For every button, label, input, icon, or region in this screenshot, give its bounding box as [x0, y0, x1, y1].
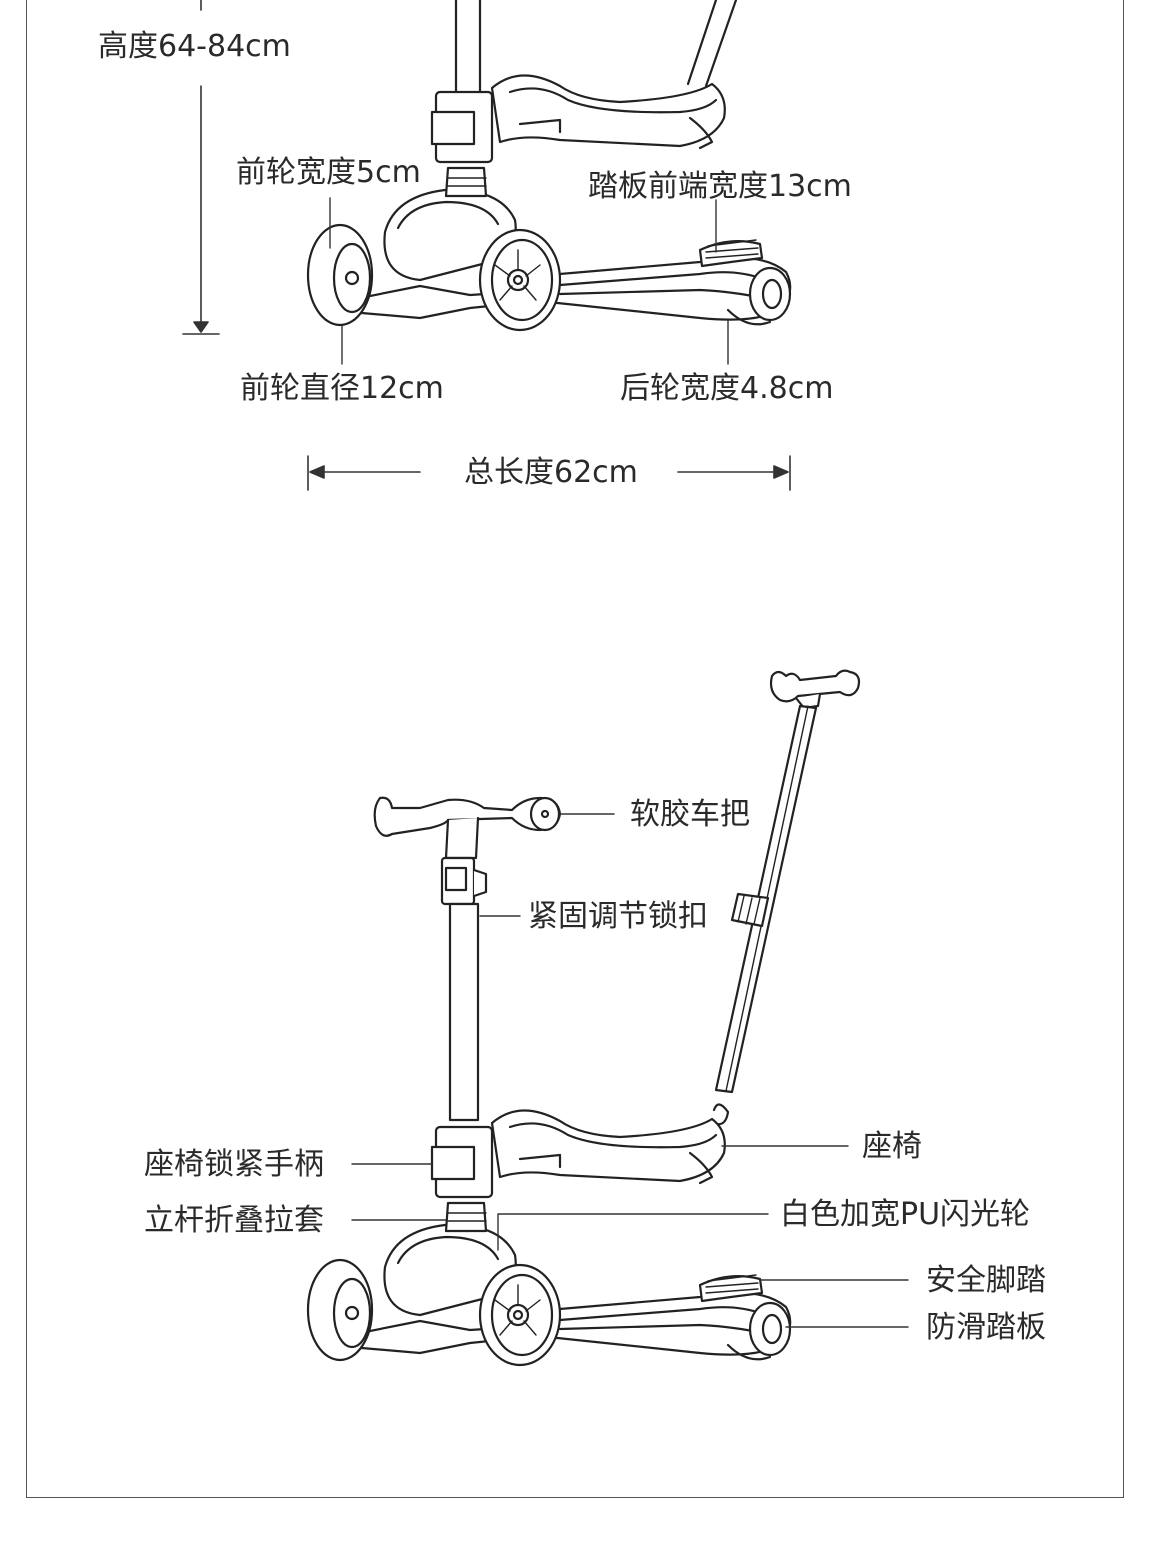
parts-leaders: [351, 813, 909, 1328]
bottom-scooter: [306, 669, 861, 1367]
height-label: 高度64-84cm: [98, 29, 291, 64]
seat-label: 座椅: [862, 1129, 922, 1164]
safety-pedal-label: 安全脚踏: [926, 1263, 1046, 1298]
total-length-label: 总长度62cm: [464, 455, 638, 490]
top-scooter: [306, 0, 792, 332]
rear-wheel-width-label: 后轮宽度4.8cm: [620, 371, 834, 406]
front-wheel-diameter-label: 前轮直径12cm: [240, 371, 444, 406]
length-dimension: [307, 455, 791, 491]
clamp-lock-label: 紧固调节锁扣: [528, 899, 708, 934]
dimension-leaders: [329, 197, 729, 365]
pu-flash-wheel-label: 白色加宽PU闪光轮: [780, 1197, 1031, 1232]
deck-front-width-label: 踏板前端宽度13cm: [588, 169, 852, 204]
page-frame: [26, 0, 1124, 1498]
anti-slip-deck-label: 防滑踏板: [926, 1310, 1046, 1345]
pole-fold-sleeve-label: 立杆折叠拉套: [144, 1203, 324, 1238]
front-wheel-width-label: 前轮宽度5cm: [236, 155, 421, 190]
height-dimension: [182, 0, 220, 335]
seat-lock-handle-label: 座椅锁紧手柄: [144, 1147, 324, 1182]
soft-handlebar-label: 软胶车把: [630, 797, 750, 832]
